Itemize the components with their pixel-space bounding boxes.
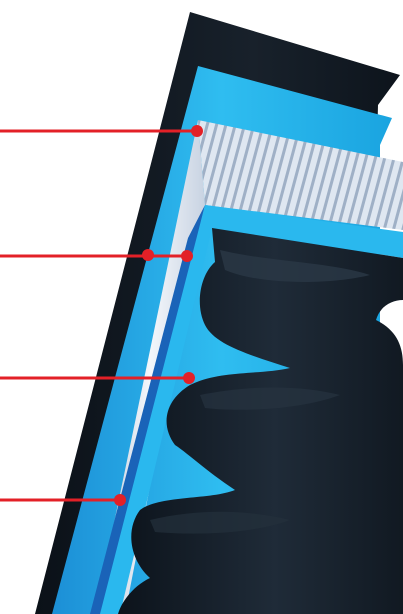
- callout-dot: [142, 249, 154, 261]
- callout-dot: [183, 372, 195, 384]
- callout-dot: [181, 250, 193, 262]
- callout-dot: [191, 125, 203, 137]
- callout-dot: [114, 494, 126, 506]
